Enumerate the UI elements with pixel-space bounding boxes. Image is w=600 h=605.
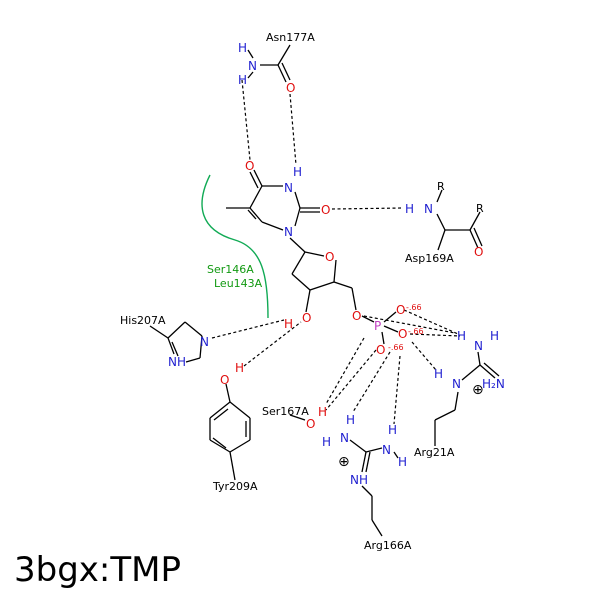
label-ser167: Ser167A (262, 405, 309, 418)
phosphate-o3-charge: -.66 (388, 343, 404, 352)
label-ser146: Ser146A (207, 263, 254, 276)
arg166-nh: NH (350, 473, 368, 487)
thymine-n1: N (284, 225, 293, 239)
arg21-n2: N (452, 377, 461, 391)
arg21-h2n: H₂N (482, 377, 505, 391)
arg166-bonds (349, 439, 399, 537)
label-his207: His207A (120, 314, 166, 327)
asp169-n: N (424, 202, 433, 216)
phosphorus: P (374, 319, 381, 333)
asp169-r1: R (437, 180, 445, 193)
thymine-o4: O (245, 159, 254, 173)
sugar-h3: H (284, 317, 293, 331)
sugar-o3: O (302, 311, 311, 325)
arg21-h1: H (457, 329, 466, 343)
asn177-h1: H (238, 41, 247, 55)
arg166-n2: N (382, 443, 391, 457)
asp169-h: H (405, 202, 414, 216)
ser167-bonds (289, 414, 306, 421)
label-arg166: Arg166A (364, 539, 412, 552)
arg21-n1: N (474, 339, 483, 353)
arg166-h3: H (388, 423, 397, 437)
phosphate-o3: O (376, 343, 385, 357)
diagram-title: 3bgx:TMP (14, 550, 181, 590)
thymine-n3: N (284, 181, 293, 195)
sugar-o4: O (325, 250, 334, 264)
phosphate-o1: O (396, 303, 405, 317)
label-asp169: Asp169A (405, 252, 454, 265)
ligand-bonds (226, 169, 399, 345)
asn177-h2: H (238, 73, 247, 87)
arg21-bonds (434, 351, 500, 446)
tyr209-o: O (220, 373, 229, 387)
hydrogen-bonds (211, 79, 461, 425)
tyr209-bonds (209, 383, 251, 481)
arg21-charge: ⊕ (472, 382, 484, 398)
asn177-bonds (247, 44, 291, 83)
asp169-r2: R (476, 202, 484, 215)
ser167-o: O (306, 417, 315, 431)
arg166-n1: N (340, 431, 349, 445)
phosphate-o2-charge: -.66 (408, 327, 424, 336)
label-leu143: Leu143A (214, 277, 263, 290)
hydrophobic-contact-arc (201, 174, 269, 319)
label-asn177: Asn177A (266, 31, 315, 44)
arg166-h2: H (322, 435, 331, 449)
phosphate-o2: O (398, 327, 407, 341)
asp169-bonds (436, 189, 483, 251)
label-tyr209: Tyr209A (212, 480, 258, 493)
his207-bonds (149, 321, 203, 363)
arg166-h4: H (398, 455, 407, 469)
thymine-o2: O (321, 203, 330, 217)
arg166-charge: ⊕ (338, 454, 350, 470)
phosphate-o1-charge: -.66 (406, 303, 422, 312)
asn177-o: O (286, 81, 295, 95)
ser167-h: H (318, 405, 327, 419)
tyr209-h: H (235, 361, 244, 375)
label-arg21: Arg21A (414, 446, 455, 459)
arg21-h2: H (490, 329, 499, 343)
sugar-o5: O (352, 309, 361, 323)
arg21-h3: H (434, 367, 443, 381)
arg166-h1: H (346, 413, 355, 427)
asn177-n: N (248, 59, 257, 73)
thymine-h3: H (293, 165, 302, 179)
his207-nh: NH (168, 355, 186, 369)
his207-n: N (200, 335, 209, 349)
asp169-o: O (474, 245, 483, 259)
